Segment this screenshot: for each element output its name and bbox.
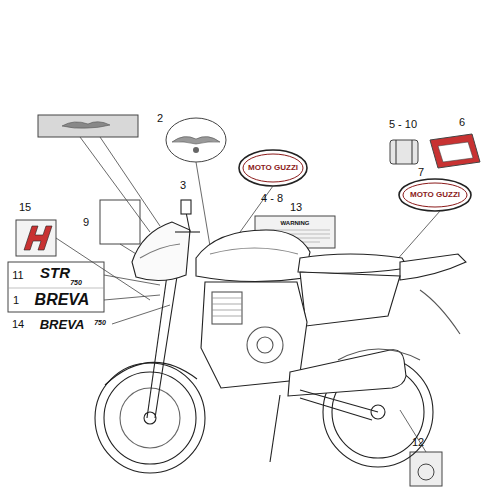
callout-number: 12: [412, 437, 424, 448]
decal-text: MOTO GUZZI: [248, 164, 298, 172]
callout-number: 5 - 10: [389, 119, 417, 130]
callout-number: 6: [459, 117, 465, 128]
callout-number: 1: [13, 295, 19, 306]
decal-text: MOTO GUZZI: [410, 191, 460, 199]
callout-number: 9: [83, 217, 89, 228]
callout-number: 4 - 8: [261, 193, 283, 204]
callout-number: 11: [12, 270, 23, 281]
decal-text: 750: [94, 319, 106, 326]
callout-number: 7: [418, 167, 424, 178]
decal-text: STR: [40, 265, 70, 280]
callout-number: 15: [19, 202, 31, 213]
callout-number: 2: [157, 113, 163, 124]
decal-text: 750: [70, 279, 82, 286]
callout-number: 3: [180, 180, 186, 191]
decal-text: BREVA: [35, 292, 90, 308]
decal-text: BREVA: [40, 318, 85, 331]
callout-number: 13: [290, 202, 302, 213]
warning-text: WARNING: [281, 220, 310, 226]
callout-number: 14: [12, 319, 24, 330]
